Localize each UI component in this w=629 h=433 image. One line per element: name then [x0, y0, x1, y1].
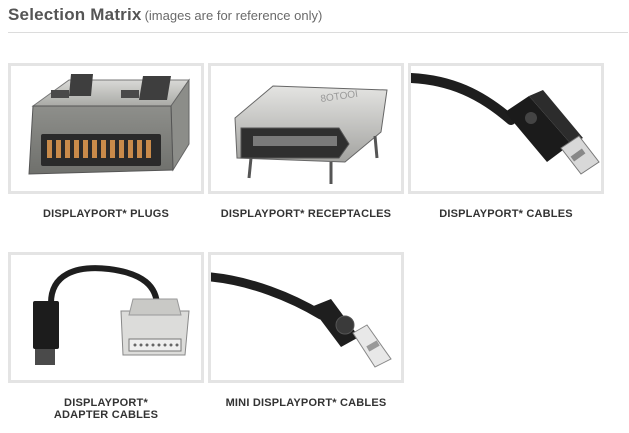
- product-thumbnail[interactable]: [408, 63, 604, 194]
- product-label[interactable]: DISPLAYPORT* ADAPTER CABLES: [53, 397, 159, 421]
- product-thumbnail[interactable]: 8OTOOI: [208, 63, 404, 194]
- product-card-displayport-receptacles[interactable]: 8OTOOI DISPLAYPORT* RECEPTACLES: [208, 63, 404, 220]
- product-label[interactable]: DISPLAYPORT* CABLES: [439, 208, 573, 220]
- displayport-plug-image-icon: [28, 74, 190, 175]
- displayport-cable-image-icon: [411, 73, 600, 175]
- product-card-displayport-cables[interactable]: DISPLAYPORT* CABLES: [408, 63, 604, 220]
- product-thumbnail[interactable]: [8, 252, 204, 383]
- product-label[interactable]: MINI DISPLAYPORT* CABLES: [225, 397, 387, 409]
- product-card-displayport-adapter-cables[interactable]: DISPLAYPORT* ADAPTER CABLES: [8, 252, 204, 421]
- section-header: Selection Matrix(images are for referenc…: [8, 4, 628, 33]
- product-thumbnail[interactable]: [208, 252, 404, 383]
- mini-displayport-cable-image-icon: [211, 272, 392, 368]
- svg-text:8OTOOI: 8OTOOI: [320, 89, 359, 105]
- displayport-adapter-cable-image-icon: [33, 265, 190, 365]
- displayport-receptacle-image-icon: 8OTOOI: [234, 85, 388, 184]
- page-title: Selection Matrix: [8, 5, 142, 24]
- product-thumbnail[interactable]: [8, 63, 204, 194]
- product-label[interactable]: DISPLAYPORT* RECEPTACLES: [220, 208, 392, 220]
- product-label[interactable]: DISPLAYPORT* PLUGS: [42, 208, 170, 220]
- product-card-displayport-plugs[interactable]: DISPLAYPORT* PLUGS: [8, 63, 204, 220]
- page-subtitle: (images are for reference only): [144, 8, 323, 23]
- product-card-mini-displayport-cables[interactable]: MINI DISPLAYPORT* CABLES: [208, 252, 404, 409]
